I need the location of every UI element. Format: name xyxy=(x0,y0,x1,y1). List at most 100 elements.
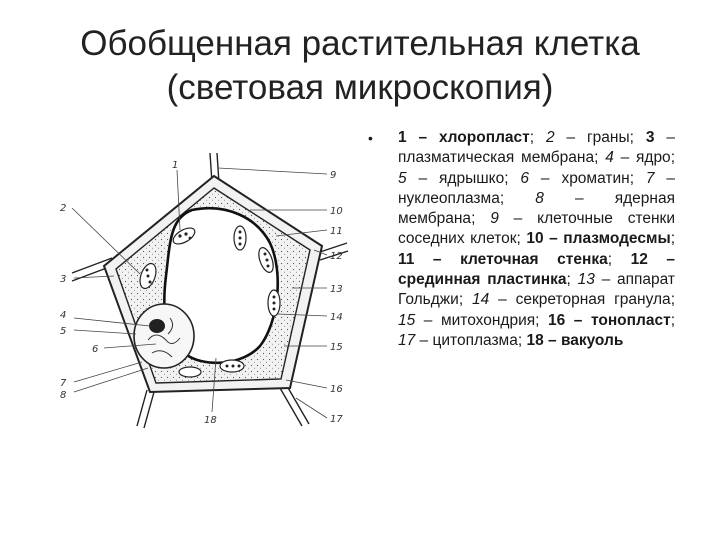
label-13: 13 xyxy=(330,284,343,295)
legend-item-text: цитоплазма xyxy=(432,331,518,349)
legend-item-number: 5 xyxy=(398,169,407,187)
legend-item-separator: ; xyxy=(670,311,676,329)
legend-item-number: 18 xyxy=(526,331,544,349)
legend-item-dash: – xyxy=(543,331,561,349)
label-8: 8 xyxy=(60,390,66,401)
legend-item-number: 6 xyxy=(520,169,530,187)
plant-cell-drawing: 1 2 3 4 5 6 7 8 9 10 11 12 13 14 15 16 1… xyxy=(60,152,349,429)
legend-item-dash: – xyxy=(594,271,617,289)
legend-item-number: 3 xyxy=(645,129,655,146)
legend-item-8: 8 – ядерная мембрана; xyxy=(398,190,675,227)
legend-item-6: 6 – хроматин; xyxy=(520,170,645,187)
label-9: 9 xyxy=(330,170,336,181)
legend-item-dash: – xyxy=(489,291,516,309)
legend-item-separator: ; xyxy=(670,291,675,309)
label-12: 12 xyxy=(330,251,343,262)
label-16: 16 xyxy=(330,384,343,395)
legend-item-18: 18 – вакуоль xyxy=(526,332,623,349)
legend-item-number: 17 xyxy=(398,331,416,349)
legend-item-separator: ; xyxy=(670,230,675,248)
legend-item-separator: ; xyxy=(517,331,527,349)
legend-item-text: ядерная мембрана xyxy=(398,189,675,228)
legend-item-17: 17 – цитоплазма; xyxy=(398,332,526,349)
legend-item-text: граны xyxy=(587,129,630,146)
legend-item-number: 12 xyxy=(630,250,648,268)
legend-item-text: нуклеоплазма xyxy=(398,189,500,207)
legend-item-text: ядрышко xyxy=(439,169,505,187)
label-11: 11 xyxy=(330,226,343,237)
legend-item-separator: ; xyxy=(504,169,521,187)
legend-item-separator: ; xyxy=(629,169,646,187)
legend-item-number: 2 xyxy=(545,129,555,146)
legend-item-number: 1 xyxy=(398,129,407,146)
legend-item-number: 15 xyxy=(398,311,416,329)
legend-item-text: ядро xyxy=(636,149,671,167)
label-10: 10 xyxy=(330,206,343,217)
legend-item-dash: – xyxy=(613,149,636,167)
legend-item-text: тонопласт xyxy=(590,311,671,329)
legend-item-text: клеточная стенка xyxy=(460,250,608,268)
legend-item-number: 10 xyxy=(526,230,544,248)
label-1: 1 xyxy=(172,160,178,171)
legend-item-4: 4 – ядро; xyxy=(605,149,675,166)
legend-text: • 1 – хлоропласт; 2 – граны; 3 – плазмат… xyxy=(368,128,675,351)
legend-item-dash: – xyxy=(647,250,675,268)
legend-item-3: 3 – плазматическая мембрана; xyxy=(398,129,675,166)
legend-item-dash: – xyxy=(654,129,676,146)
legend-item-dash: – xyxy=(415,311,441,329)
slide-title-line-2: (световая микроскопия) xyxy=(166,68,554,107)
legend-item-dash: – xyxy=(543,189,615,207)
legend-item-5: 5 – ядрышко; xyxy=(398,170,520,187)
legend-item-15: 15 – митохондрия; xyxy=(398,312,548,329)
label-3: 3 xyxy=(60,274,66,285)
label-17: 17 xyxy=(330,414,343,425)
label-18: 18 xyxy=(204,415,217,426)
legend-item-1: 1 – хлоропласт; xyxy=(398,129,546,146)
label-6: 6 xyxy=(92,344,98,355)
legend-item-number: 13 xyxy=(577,271,595,289)
legend-item-10: 10 – плазмодесмы; xyxy=(526,230,675,247)
legend-item-dash: – xyxy=(498,210,538,228)
legend-item-separator: ; xyxy=(458,291,473,309)
legend-item-dash: – xyxy=(406,169,440,187)
legend-item-11: 11 – клеточная стенка; xyxy=(398,251,631,268)
legend-item-separator: ; xyxy=(629,129,646,146)
legend-item-separator: ; xyxy=(535,311,548,329)
label-5: 5 xyxy=(60,326,66,337)
legend-item-9: 9 – клеточные стенки соседних клеток; xyxy=(398,210,675,247)
legend-item-separator: ; xyxy=(529,129,546,146)
legend-item-text: секреторная гранула xyxy=(515,291,671,309)
slide-title: Обобщенная растительная клетка (световая… xyxy=(40,22,680,110)
legend-item-separator: ; xyxy=(499,189,536,207)
legend-paragraph: 1 – хлоропласт; 2 – граны; 3 – плазматич… xyxy=(398,128,675,351)
legend-item-number: 9 xyxy=(490,210,499,228)
legend-item-13: 13 – аппарат Гольджи; xyxy=(398,271,675,308)
legend-item-12: 12 – срединная пластинка; xyxy=(398,251,675,288)
legend-item-text: клеточные стенки соседних клеток xyxy=(398,210,675,248)
legend-item-number: 14 xyxy=(472,291,490,309)
legend-item-dash: – xyxy=(554,129,588,146)
legend-item-separator: ; xyxy=(594,149,606,167)
label-14: 14 xyxy=(330,312,343,323)
slide-title-line-1: Обобщенная растительная клетка xyxy=(80,24,640,63)
legend-item-number: 8 xyxy=(535,189,544,207)
legend-item-dash: – xyxy=(654,169,675,187)
nucleus xyxy=(133,303,195,369)
legend-item-text: вакуоль xyxy=(560,331,624,349)
legend-item-text: срединная пластинка xyxy=(398,271,567,289)
legend-item-dash: – xyxy=(543,230,564,248)
legend-item-separator: ; xyxy=(516,230,527,248)
legend-item-dash: – xyxy=(414,250,461,268)
legend-item-separator: ; xyxy=(607,250,631,268)
legend-item-text: хлоропласт xyxy=(439,129,530,146)
legend-item-dash: – xyxy=(565,311,591,329)
legend-item-number: 11 xyxy=(398,250,415,268)
label-2: 2 xyxy=(60,203,66,214)
legend-item-text: плазмодесмы xyxy=(563,230,671,248)
legend-item-text: митохондрия xyxy=(440,311,536,329)
legend-item-text: плазматическая мембрана xyxy=(398,149,595,167)
plant-cell-diagram: 1 2 3 4 5 6 7 8 9 10 11 12 13 14 15 16 1… xyxy=(52,148,352,429)
legend-item-16: 16 – тонопласт; xyxy=(548,312,675,329)
legend-item-number: 4 xyxy=(605,149,614,167)
legend-item-separator: ; xyxy=(566,271,578,289)
